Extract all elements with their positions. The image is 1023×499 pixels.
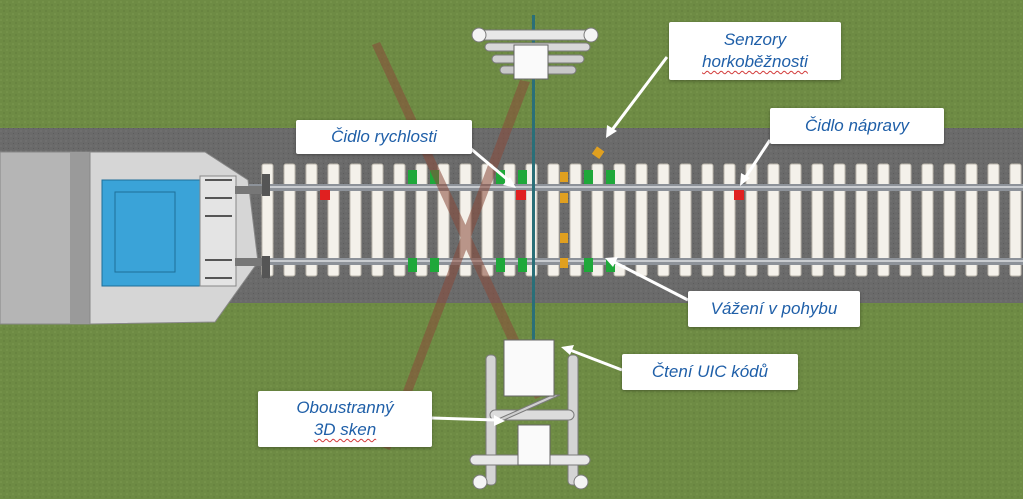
uic-beam xyxy=(532,15,535,345)
hotbox-label-line1: Senzory xyxy=(723,30,787,49)
sleeper xyxy=(283,163,296,277)
sleeper xyxy=(503,163,516,277)
sleeper xyxy=(767,163,780,277)
sleeper xyxy=(811,163,824,277)
axle-label: Čidlo nápravy xyxy=(805,116,909,135)
sleeper xyxy=(349,163,362,277)
sleeper xyxy=(569,163,582,277)
callout-axle-sensor: Čidlo nápravy xyxy=(770,108,944,144)
sleeper xyxy=(305,163,318,277)
hotbox-label-line2: horkoběžnosti xyxy=(702,52,808,71)
sleeper xyxy=(921,163,934,277)
sleeper xyxy=(723,163,736,277)
sleeper xyxy=(393,163,406,277)
sleeper xyxy=(415,163,428,277)
sleeper xyxy=(657,163,670,277)
sleeper xyxy=(789,163,802,277)
speed-sensor xyxy=(516,190,526,200)
sleeper xyxy=(371,163,384,277)
callout-hotbox-sensors: Senzory horkoběžnosti xyxy=(669,22,841,80)
weighing-label: Vážení v pohybu xyxy=(710,299,838,318)
sleeper xyxy=(877,163,890,277)
sleepers xyxy=(261,163,1022,277)
sleeper xyxy=(591,163,604,277)
sleeper xyxy=(943,163,956,277)
sleeper xyxy=(833,163,846,277)
hotbox-sensors xyxy=(560,146,605,268)
scan-label-line2: 3D sken xyxy=(313,420,377,439)
callout-speed-sensor: Čidlo rychlosti xyxy=(296,120,472,154)
sleeper xyxy=(327,163,340,277)
callout-arrows xyxy=(431,56,772,426)
uic-label: Čtení UIC kódů xyxy=(651,362,769,381)
sleeper xyxy=(745,163,758,277)
sleeper xyxy=(1009,163,1022,277)
sleeper xyxy=(855,163,868,277)
sleeper xyxy=(701,163,714,277)
callout-weighing: Vážení v pohybu xyxy=(688,291,860,327)
sleeper xyxy=(547,163,560,277)
scanner-gantry-icon xyxy=(471,27,599,80)
locomotive-icon xyxy=(0,151,270,325)
scan-label-line1: Oboustranný xyxy=(296,398,394,417)
sleeper xyxy=(987,163,1000,277)
sleeper xyxy=(679,163,692,277)
axle-sensor-right xyxy=(734,190,744,200)
speed-label: Čidlo rychlosti xyxy=(331,127,437,146)
axle-sensor-left xyxy=(320,190,330,200)
callout-3d-scan: Oboustranný 3D sken xyxy=(258,391,432,447)
sleeper xyxy=(899,163,912,277)
sleeper xyxy=(965,163,978,277)
callout-uic-reading: Čtení UIC kódů xyxy=(622,354,798,390)
sleeper xyxy=(613,163,626,277)
